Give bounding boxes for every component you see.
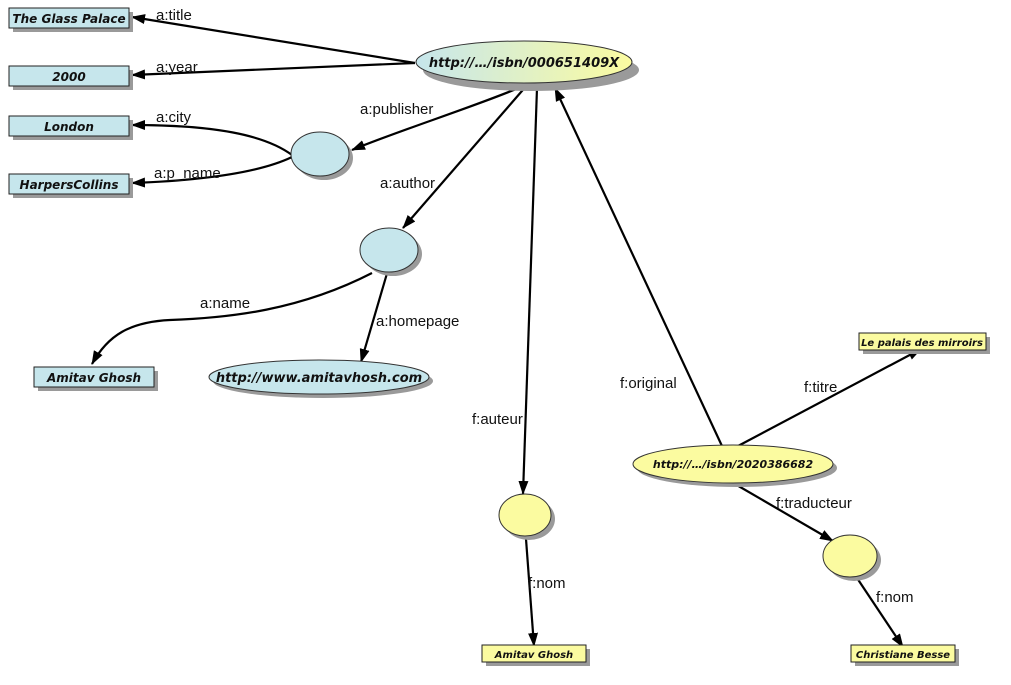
node-auteur-blank (498, 493, 555, 540)
literal-london: London (8, 115, 133, 140)
edge-labels: a:title a:year a:publisher a:city a:p_na… (154, 7, 914, 606)
label-f-original: f:original (620, 375, 677, 392)
node-isbn-en-label: http://…/isbn/000651409X (429, 56, 620, 71)
label-f-nom-1: f:nom (528, 575, 566, 592)
label-a-homepage: a:homepage (376, 313, 459, 330)
literal-amitav-fr-text: Amitav Ghosh (494, 650, 573, 661)
edge-a-publisher (351, 82, 529, 152)
label-f-traducteur: f:traducteur (776, 495, 852, 512)
literal-christiane-text: Christiane Besse (856, 650, 950, 661)
literal-year-text: 2000 (52, 70, 85, 84)
edge-f-titre (737, 348, 922, 447)
edges (91, 14, 922, 648)
edge-a-p-name (131, 156, 293, 188)
label-a-city: a:city (156, 109, 192, 126)
edge-a-title (131, 14, 416, 65)
label-a-title: a:title (156, 7, 192, 24)
node-homepage: http://www.amitavhosh.com (208, 359, 433, 398)
label-f-titre: f:titre (804, 379, 837, 396)
label-a-p-name: a:p_name (154, 165, 221, 182)
literal-harpers: HarpersCollins (8, 173, 133, 198)
literal-christiane: Christiane Besse (850, 644, 959, 666)
label-a-name: a:name (200, 295, 250, 312)
node-isbn-fr-label: http://…/isbn/2020386682 (653, 458, 814, 471)
literal-harpers-text: HarpersCollins (20, 178, 119, 192)
node-author-blank (359, 227, 422, 276)
edge-a-name (91, 272, 373, 365)
edge-a-author (402, 83, 529, 229)
edge-f-auteur (518, 87, 539, 495)
literal-amitav-en: Amitav Ghosh (33, 366, 158, 391)
literal-amitav-en-text: Amitav Ghosh (46, 371, 141, 385)
literal-glass-palace-text: The Glass Palace (12, 12, 125, 26)
node-isbn-fr: http://…/isbn/2020386682 (632, 444, 837, 487)
literal-glass-palace: The Glass Palace (8, 7, 133, 32)
label-a-publisher: a:publisher (360, 101, 433, 118)
node-isbn-en: http://…/isbn/000651409X (415, 40, 639, 91)
edge-a-year (131, 61, 416, 80)
node-homepage-label: http://www.amitavhosh.com (216, 371, 422, 386)
node-traducteur-blank (822, 534, 881, 581)
edge-f-nom-1 (524, 538, 539, 647)
edge-f-traducteur (734, 483, 834, 542)
label-a-year: a:year (156, 59, 198, 76)
literal-amitav-fr: Amitav Ghosh (481, 644, 590, 666)
edge-f-nom-2 (854, 574, 904, 648)
node-publisher-blank (290, 131, 353, 180)
label-f-auteur: f:auteur (472, 411, 523, 428)
edge-f-original (554, 87, 723, 447)
literal-palais: Le palais des mirroirs (858, 332, 990, 354)
literal-palais-text: Le palais des mirroirs (861, 338, 983, 349)
literal-nodes: The Glass Palace 2000 London HarpersColl… (8, 7, 990, 666)
resource-nodes: http://…/isbn/000651409X http://www.amit… (208, 40, 881, 581)
label-f-nom-2: f:nom (876, 589, 914, 606)
literal-year: 2000 (8, 65, 133, 90)
literal-london-text: London (44, 120, 94, 134)
edge-a-homepage (359, 269, 390, 363)
edge-a-city (131, 120, 293, 156)
label-a-author: a:author (380, 175, 435, 192)
